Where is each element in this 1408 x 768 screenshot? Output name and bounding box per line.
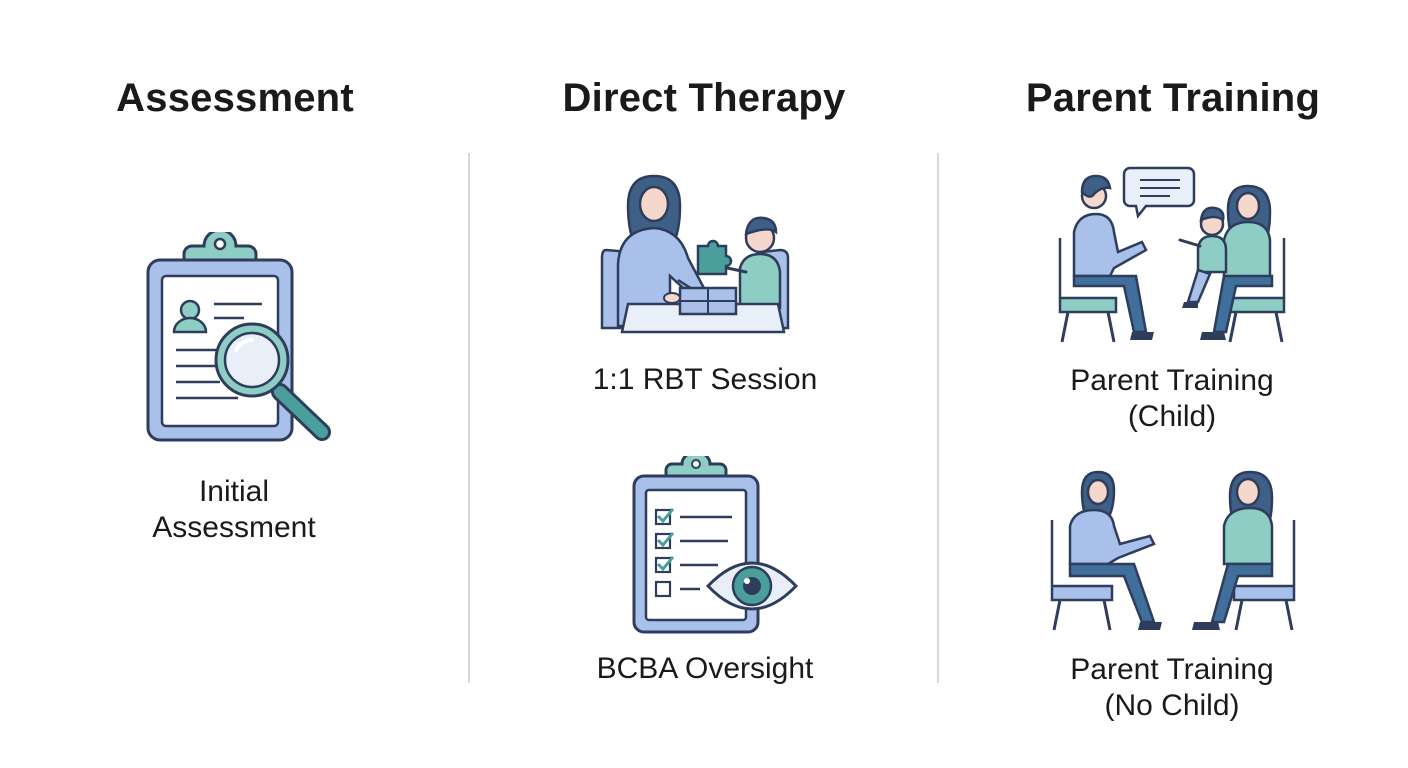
label-line: 1:1 RBT Session	[592, 363, 818, 396]
initial-assessment-label: Initial Assessment	[64, 474, 404, 546]
rbt-session-label: 1:1 RBT Session	[535, 362, 875, 398]
therapist-child-puzzle-icon	[598, 168, 808, 343]
parent-consult-icon	[1048, 466, 1298, 636]
label-line: (No Child)	[1104, 689, 1240, 722]
label-line: (Child)	[1127, 400, 1217, 433]
label-line: Parent Training	[1070, 653, 1274, 686]
column-divider	[937, 153, 939, 683]
clipboard-magnifier-icon	[140, 232, 340, 447]
parent-training-no-child-label: Parent Training (No Child)	[1002, 652, 1342, 724]
column-divider	[468, 153, 470, 683]
column-title-parent-training: Parent Training	[1025, 76, 1321, 120]
parent-training-child-label: Parent Training (Child)	[1002, 363, 1342, 435]
bcba-oversight-label: BCBA Oversight	[535, 651, 875, 687]
column-title-assessment: Assessment	[116, 76, 354, 120]
label-line: Initial	[198, 475, 270, 508]
parent-child-consult-icon	[1052, 162, 1292, 347]
label-line: BCBA Oversight	[596, 652, 814, 685]
column-title-direct-therapy: Direct Therapy	[562, 76, 846, 120]
label-line: Parent Training	[1070, 364, 1274, 397]
checklist-eye-icon	[628, 456, 803, 636]
label-line: Assessment	[152, 511, 316, 544]
